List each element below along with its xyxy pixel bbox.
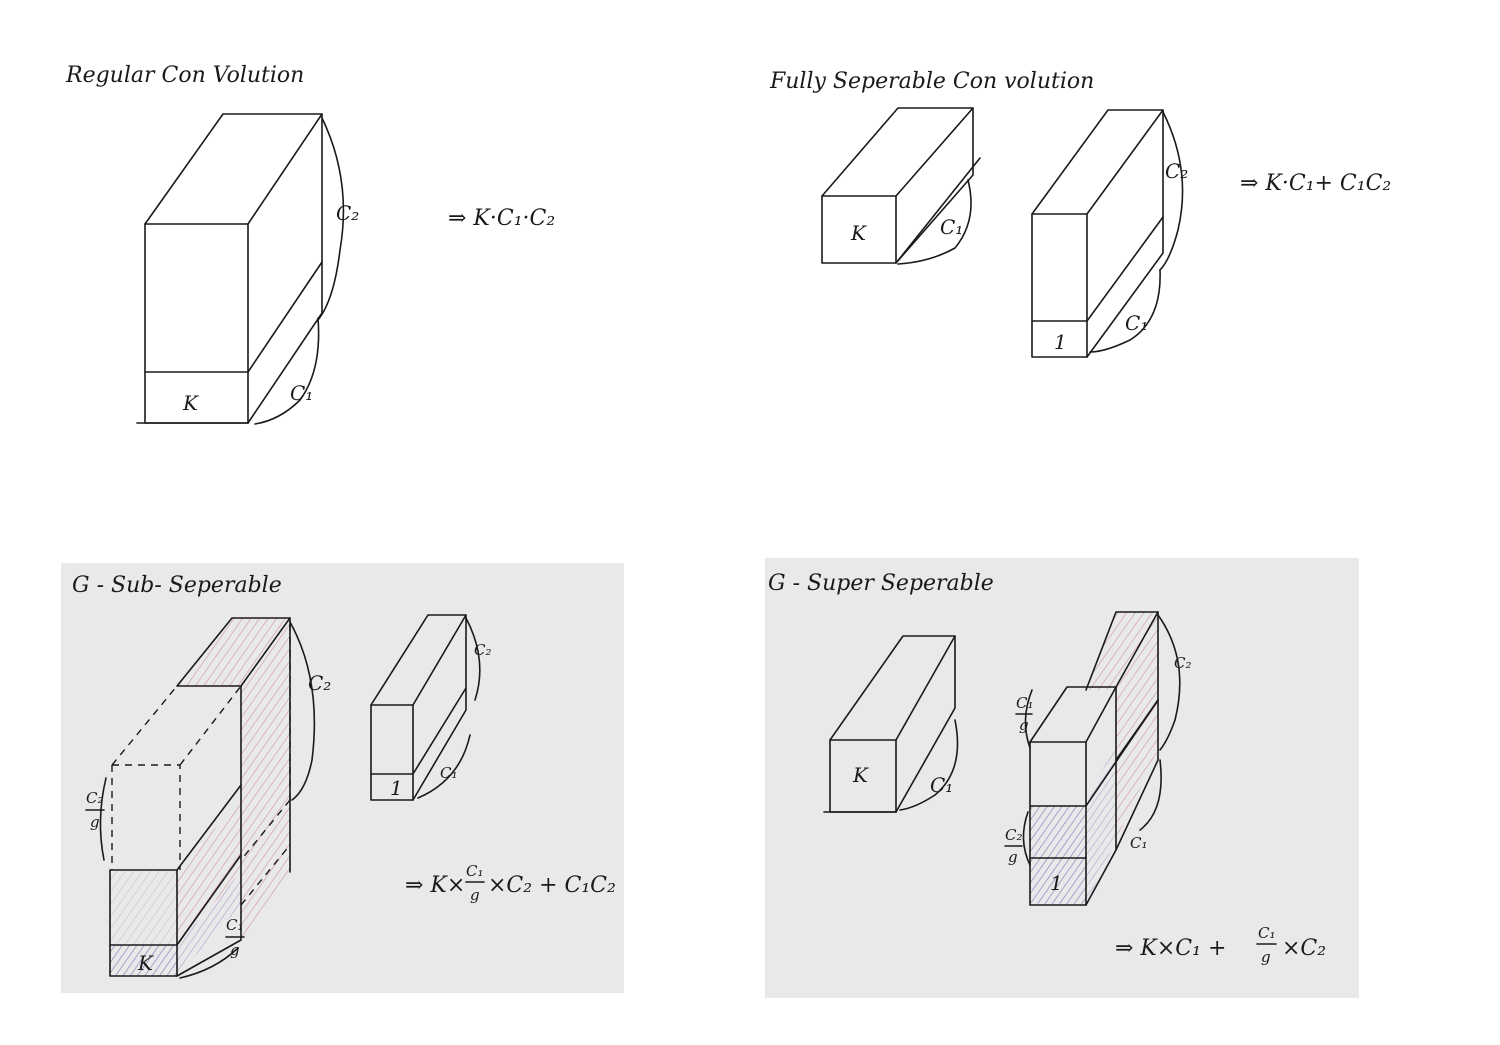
regular-convolution-panel: Regular Con Volution K C₂ C₁ ⇒ K·C₁·C₂ bbox=[65, 63, 555, 425]
sub-formula-post: ×C₂ + C₁C₂ bbox=[488, 873, 616, 898]
super-top-frac-den: g bbox=[1019, 716, 1029, 734]
super-title: G - Super Seperable bbox=[768, 571, 994, 596]
sub-group-block bbox=[99, 617, 316, 979]
fully-k-label: K bbox=[850, 221, 867, 245]
super-formula-pre: ⇒ K×C₁ + bbox=[1115, 936, 1226, 961]
fully-box1-c1-label: C₁ bbox=[940, 215, 963, 239]
super-c1-label: C₁ bbox=[1130, 834, 1148, 852]
super-mid-frac-den: g bbox=[1008, 848, 1018, 866]
sub-c2-label: C₂ bbox=[308, 671, 331, 695]
sub-small-c1-label: C₁ bbox=[440, 764, 458, 782]
super-seperable-panel: G - Super Seperable K C₁ bbox=[768, 571, 1326, 966]
sub-c1-over-g-den: g bbox=[230, 941, 240, 959]
super-c2-label: C₂ bbox=[1174, 654, 1192, 672]
sub-c1-over-g-num: C₁ bbox=[226, 916, 244, 934]
super-seperable-panel-bg bbox=[765, 558, 1359, 998]
sub-small-c2-label: C₂ bbox=[474, 641, 492, 659]
super-box1-c1-label: C₁ bbox=[930, 773, 953, 797]
super-formula-frac-num: C₁ bbox=[1258, 924, 1276, 942]
fully-one-label: 1 bbox=[1054, 330, 1067, 354]
regular-formula: ⇒ K·C₁·C₂ bbox=[448, 206, 555, 231]
sub-title: G - Sub- Seperable bbox=[72, 573, 282, 598]
sub-formula-pre: ⇒ K× bbox=[405, 873, 465, 898]
regular-k-label: K bbox=[182, 391, 199, 415]
regular-c1-label: C₁ bbox=[290, 381, 313, 405]
super-mid-frac-num: C₂ bbox=[1005, 826, 1023, 844]
sub-formula-frac-num: C₁ bbox=[466, 862, 484, 880]
sub-seperable-panel: G - Sub- Seperable bbox=[72, 573, 616, 979]
fully-box2-c2-label: C₂ bbox=[1165, 159, 1188, 183]
regular-c2-label: C₂ bbox=[336, 201, 359, 225]
fully-title: Fully Seperable Con volution bbox=[769, 69, 1094, 94]
fully-box2-c1-label: C₁ bbox=[1125, 311, 1148, 335]
super-k-label: K bbox=[852, 763, 869, 787]
super-depthwise-box bbox=[823, 635, 959, 813]
fully-formula: ⇒ K·C₁+ C₁C₂ bbox=[1240, 171, 1391, 196]
fully-depthwise-box bbox=[821, 107, 981, 265]
regular-cuboid bbox=[136, 113, 345, 425]
sub-pointwise-box bbox=[370, 614, 481, 801]
sub-formula-frac-den: g bbox=[470, 886, 480, 904]
regular-title: Regular Con Volution bbox=[65, 63, 304, 88]
sub-c2-over-g-den: g bbox=[90, 813, 100, 831]
super-one-label: 1 bbox=[1050, 871, 1063, 895]
super-formula-frac-den: g bbox=[1261, 948, 1271, 966]
sub-k-label: K bbox=[137, 951, 154, 975]
fully-seperable-panel: Fully Seperable Con volution K C₁ 1 C₂ C… bbox=[769, 69, 1391, 358]
super-formula-post: ×C₂ bbox=[1282, 936, 1326, 961]
sub-c2-over-g-num: C₂ bbox=[86, 789, 104, 807]
super-top-frac-num: C₁ bbox=[1016, 694, 1034, 712]
super-stacked-pointwise bbox=[1022, 611, 1181, 906]
sub-one-label: 1 bbox=[390, 776, 403, 800]
fully-pointwise-box bbox=[1031, 109, 1184, 358]
